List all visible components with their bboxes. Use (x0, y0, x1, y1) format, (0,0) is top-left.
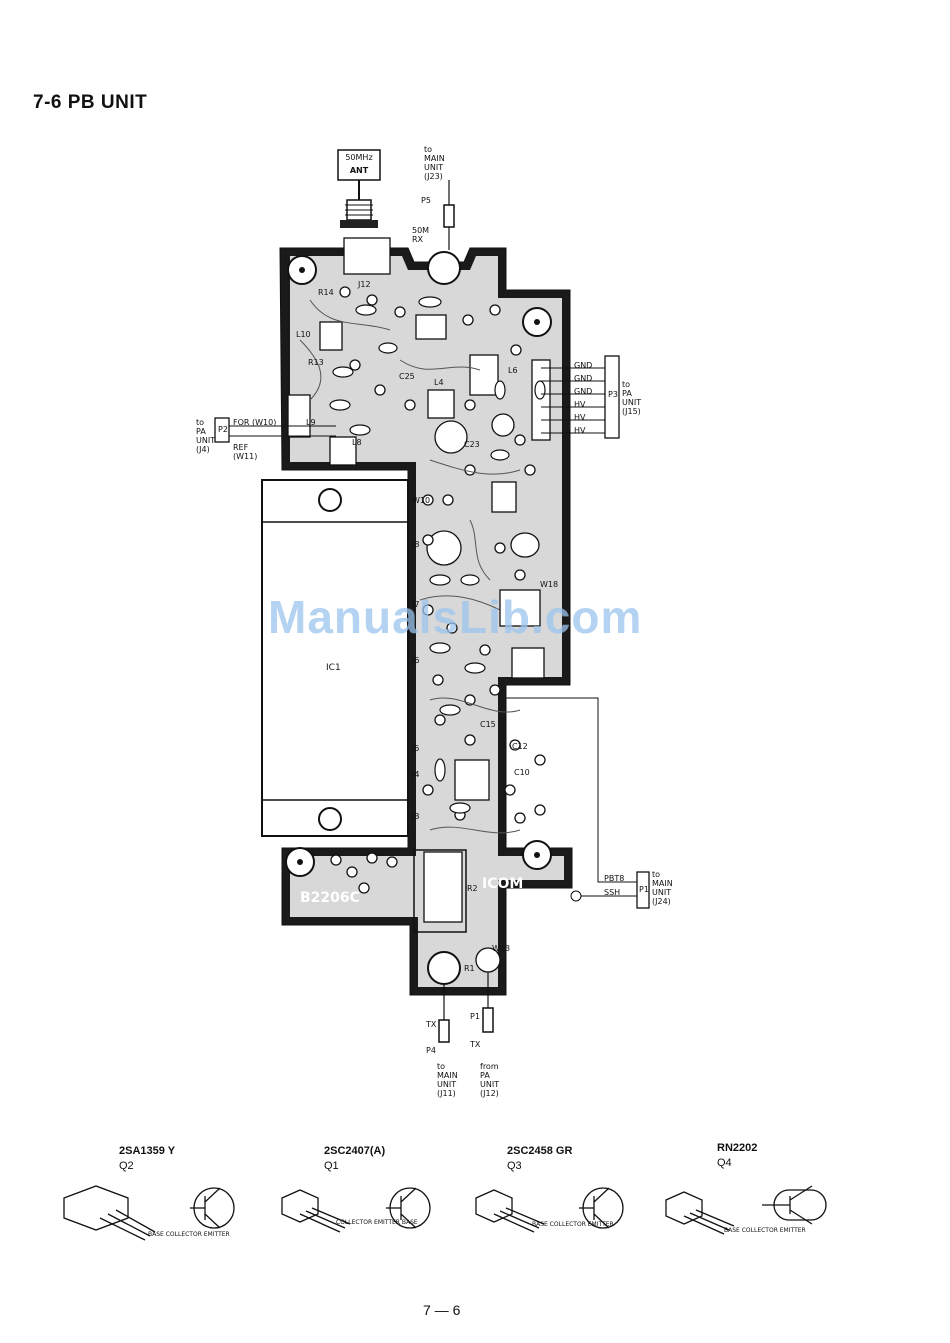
ssh-label: SSH (604, 888, 621, 897)
label-j13: W18 (540, 580, 559, 589)
p5-label: P5 (421, 196, 431, 205)
transistor-q1-name: 2SC2407(A) (324, 1145, 386, 1157)
j15-pin-2: GND (574, 374, 593, 383)
to-main-j24: to MAIN UNIT (J24) (652, 870, 673, 906)
p2-connector (214, 417, 230, 443)
label-j7: J8 (412, 540, 420, 549)
p3-connector (604, 355, 620, 439)
rx-label: 50M RX (412, 226, 430, 244)
board-marking: B2206C (300, 890, 360, 906)
label-j9: R1 (464, 964, 475, 973)
watermark: ManualsLib.com (268, 591, 643, 643)
label-l6: L6 (508, 366, 518, 375)
antenna-freq: 50MHz (345, 153, 373, 162)
to-main-j11: to MAIN UNIT (J11) (437, 1062, 458, 1098)
label-rl1: R2 (467, 884, 478, 893)
page-number: 7 — 6 (423, 1302, 461, 1318)
to-main-j23: to MAIN UNIT (J23) (424, 145, 445, 181)
label-q4: C10 (514, 768, 530, 777)
to-pa-j15: to PA UNIT (J15) (622, 380, 642, 416)
label-r13: R13 (308, 358, 324, 367)
p1-right-label: P1 (639, 885, 649, 894)
for-w10: FOR (W10) (233, 418, 277, 427)
label-l8: L8 (352, 438, 362, 447)
to-pa-j4: to PA UNIT (J4) (196, 418, 216, 454)
tx-left-label: TX (426, 1020, 437, 1029)
label-c23: C23 (464, 440, 480, 449)
label-l4: L4 (434, 378, 444, 387)
label-j8: W10 (412, 496, 431, 505)
label-j1: W13 (492, 944, 511, 953)
transistor-q4-name: RN2202 (717, 1142, 758, 1154)
tx-right-label: TX (470, 1040, 481, 1049)
label-j4: J5 (412, 744, 420, 753)
label-l10: L10 (296, 330, 311, 339)
j15-pin-6: HV (574, 426, 586, 435)
ic1-module (261, 479, 409, 837)
label-j2: J3 (412, 812, 420, 821)
transistor-q3-pins: BASE COLLECTOR EMITTER (532, 1221, 614, 1228)
transistor-q1-ref: Q1 (324, 1160, 339, 1172)
label-r14: R14 (318, 288, 334, 297)
p2-label: P2 (218, 425, 228, 434)
transistor-q2-pins: BASE COLLECTOR EMITTER (148, 1231, 230, 1238)
j15-pin-3: GND (574, 387, 593, 396)
label-j6: J7 (412, 600, 420, 609)
label-c25: C25 (399, 372, 415, 381)
p1-bottom-label: P1 (470, 1012, 480, 1021)
antenna-label: ANT (349, 166, 369, 175)
ic1-label: IC1 (326, 663, 341, 673)
j15-pin-1: GND (574, 361, 593, 370)
p5-connector (443, 204, 455, 228)
p1-connector (636, 871, 650, 909)
brand-marking: ICOM (482, 876, 524, 892)
page-title: 7-6 PB UNIT (33, 92, 148, 113)
j15-pin-4: HV (574, 400, 586, 409)
j15-pin-5: HV (574, 413, 586, 422)
p1-bottom-connector (482, 1007, 494, 1033)
transistor-q3-name: 2SC2458 GR (507, 1145, 573, 1157)
ref-w11: REF (W11) (233, 443, 258, 461)
transistor-q2-name: 2SA1359 Y (119, 1145, 176, 1157)
label-j5: J6 (412, 656, 420, 665)
pbt8-label: PBT8 (604, 874, 625, 883)
antenna-box (337, 149, 381, 181)
transistor-q2-ref: Q2 (119, 1160, 134, 1172)
from-pa-j12: from PA UNIT (J12) (480, 1062, 500, 1098)
p4-connector (438, 1019, 450, 1043)
label-j3: J4 (412, 770, 420, 779)
label-q3: C12 (512, 742, 528, 751)
p4-label: P4 (426, 1046, 436, 1055)
transistor-q4-pins: BASE COLLECTOR EMITTER (724, 1227, 806, 1234)
transistor-q4-ref: Q4 (717, 1157, 732, 1169)
transistor-q3-ref: Q3 (507, 1160, 522, 1172)
transistor-q1-pins: COLLECTOR EMITTER BASE (336, 1219, 418, 1226)
label-l2: C15 (480, 720, 496, 729)
label-l9: L9 (306, 418, 316, 427)
p3-label: P3 (608, 390, 618, 399)
label-j12: J12 (358, 280, 371, 289)
